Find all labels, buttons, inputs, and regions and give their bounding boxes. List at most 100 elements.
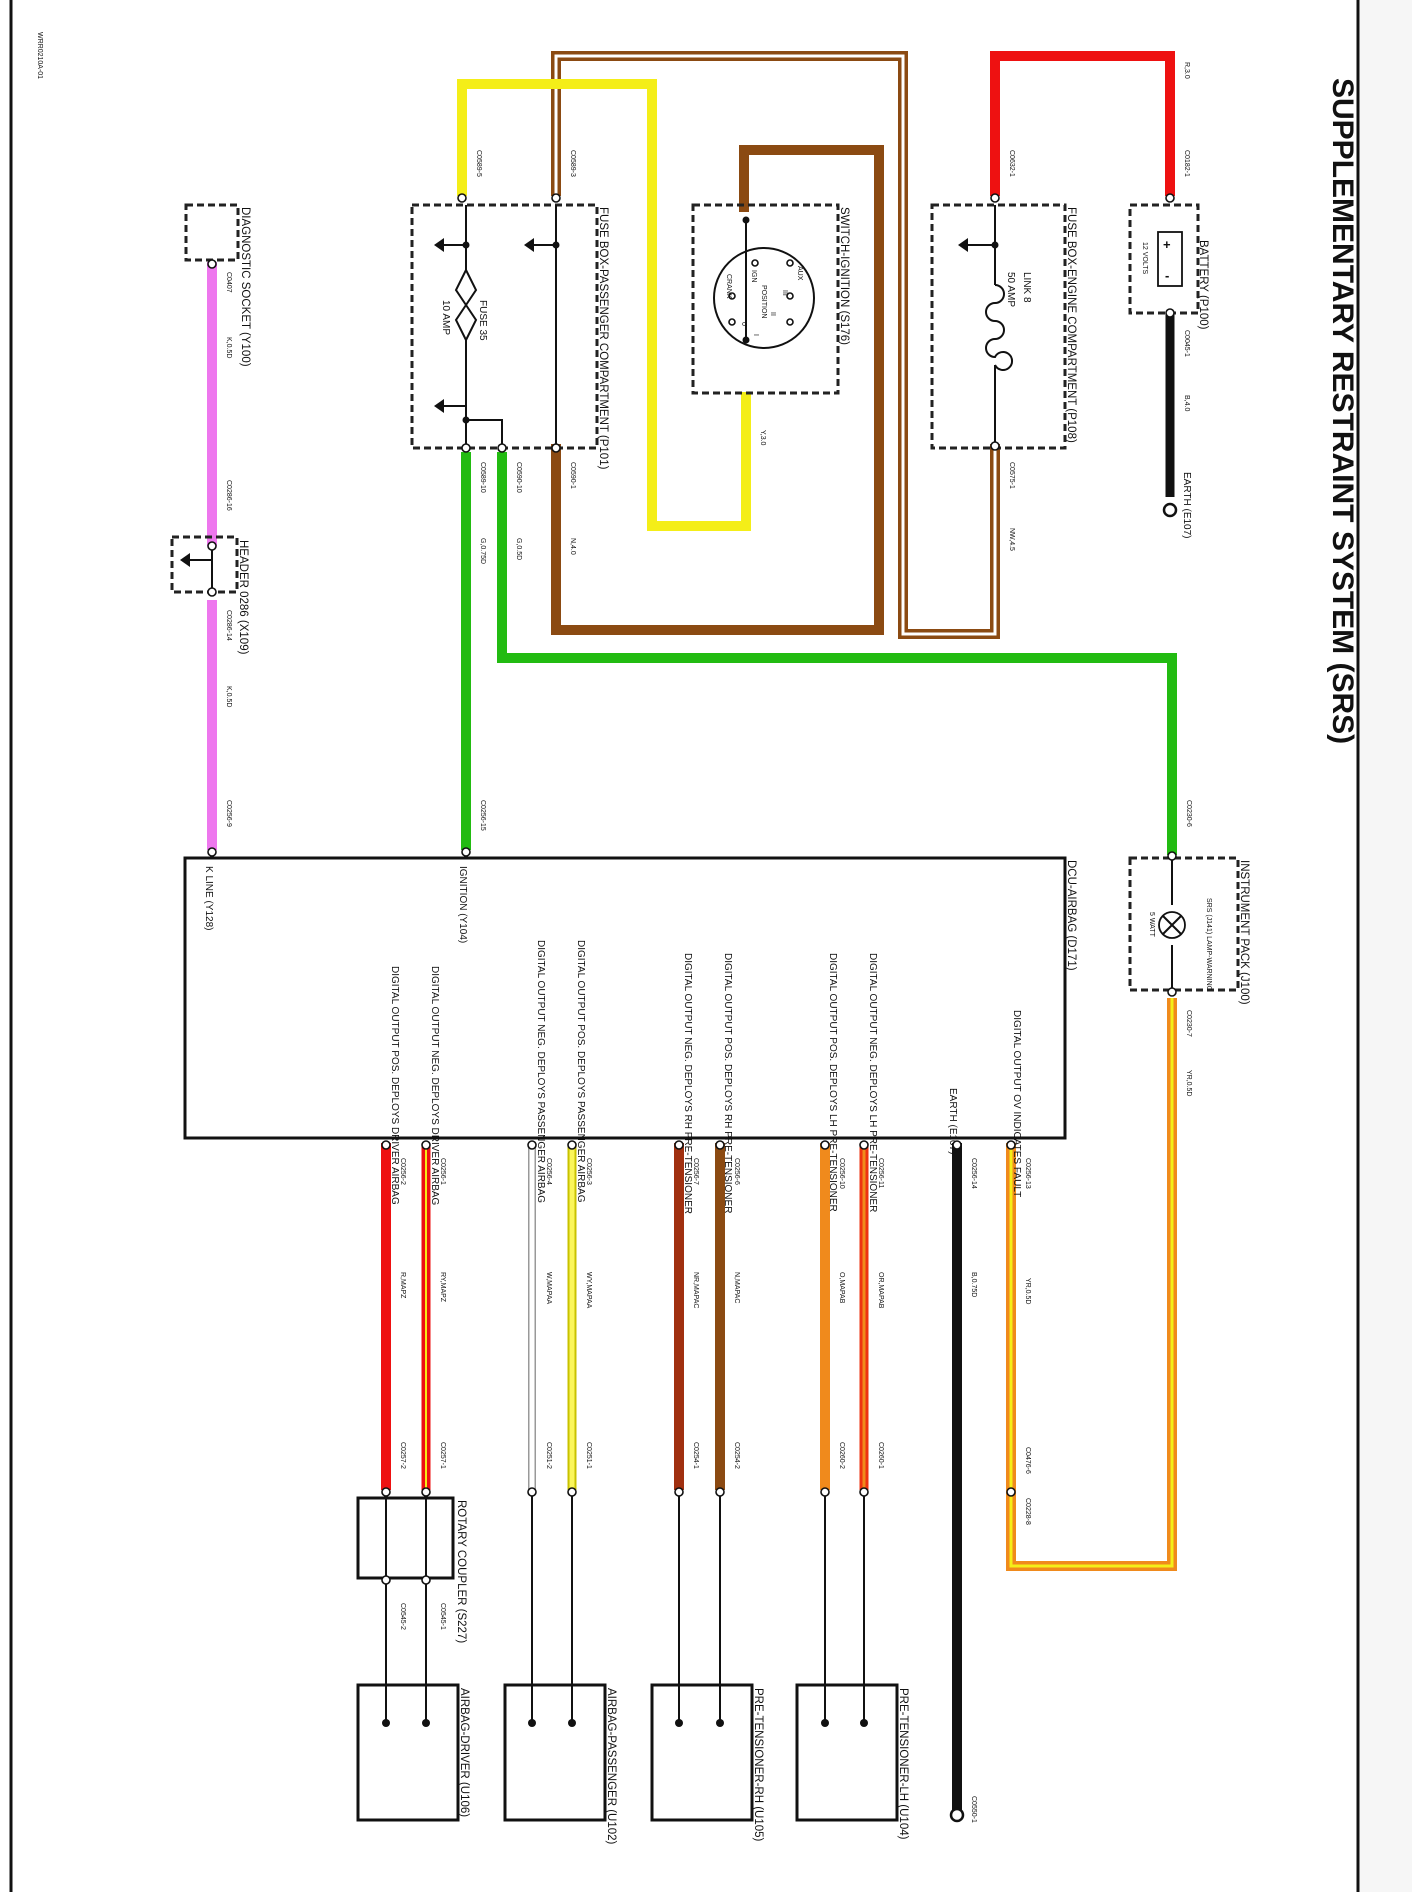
link-8-fuse-symbol [985, 284, 1014, 371]
dcu-rh-neg-pin: DIGITAL OUTPUT NEG. DEPLOYS RH PRE-TENSI… [682, 953, 693, 1214]
header-arrow [180, 553, 190, 567]
passenger-branch [466, 419, 503, 448]
battery-volts: 12 VOLTS [1141, 242, 1148, 274]
connector-pin-7 [461, 443, 471, 453]
wire-label-yr05-a: YR,0.5D [1185, 1070, 1192, 1096]
connector-pin-15 [1167, 851, 1177, 861]
battery-plus: + [1163, 237, 1171, 252]
dcu-pass-neg-pin: DIGITAL OUTPUT NEG. DEPLOYS PASSENGER AI… [535, 940, 546, 1203]
wire-label-g05: G,0.5D [515, 538, 522, 560]
connector-pin-16 [1167, 987, 1177, 997]
connector-pin-6 [551, 193, 561, 203]
engine-arrow [958, 238, 968, 252]
conn-c0256-1: C0256-1 [439, 1158, 446, 1185]
switch-position-5: I [752, 334, 759, 336]
wire-label-n: N,MAPAC [733, 1272, 740, 1303]
switch-position-4: CRANK [725, 274, 732, 299]
wire-label-o: O,MAPAB [838, 1272, 845, 1304]
airbag-passenger-term-1 [568, 1719, 576, 1727]
connector-pin-17 [1006, 1140, 1016, 1150]
switch-position-3: AUX [796, 266, 803, 281]
instrument-pack-label: INSTRUMENT PACK (J100) [1238, 860, 1250, 1005]
wire-label-nr: NR,MAPAC [692, 1272, 699, 1308]
connector-pins [207, 193, 1177, 1585]
wire-label-ry: RY,MAPZ [439, 1272, 446, 1303]
wire-label-yr05-b: YR,0.5D [1024, 1278, 1031, 1304]
fuse-35-rating: 10 AMP [440, 300, 451, 335]
earth-terminal [1162, 502, 1178, 518]
conn-c0256-15: C0256-15 [479, 800, 486, 831]
dcu-airbag-label: DCU-AIRBAG (D171) [1065, 860, 1077, 971]
airbag-passenger-box [503, 1683, 607, 1822]
rotary-coupler-label: ROTARY COUPLER (S227) [455, 1500, 467, 1643]
wire-red-battery [990, 51, 1175, 196]
link-8-label: LINK 8 [1021, 272, 1032, 303]
battery-box [1128, 203, 1200, 315]
conn-c0257-1: C0257-1 [439, 1442, 446, 1469]
airbag-driver-term-1 [422, 1719, 430, 1727]
connector-pin-23 [567, 1140, 577, 1150]
airbag-driver-label: AIRBAG-DRIVER (U106) [458, 1688, 470, 1817]
connector-pin-11 [207, 541, 217, 551]
conn-c0228-8: C0228-8 [1024, 1498, 1031, 1525]
switch-position-7: III [781, 290, 788, 296]
conn-c0254-1: C0254-1 [692, 1442, 699, 1469]
connector-pin-25 [421, 1140, 431, 1150]
wire-yr-fault-stripe [1009, 998, 1174, 1568]
airbag-passenger-term-2 [528, 1719, 536, 1727]
conn-c0256-13: C0256-13 [1024, 1158, 1031, 1189]
connector-pin-22 [674, 1140, 684, 1150]
rotary-coupler-box [356, 1496, 455, 1580]
connector-pin-4 [990, 441, 1000, 451]
conn-c0545-2: C0545-2 [399, 1603, 406, 1630]
conn-c0286-16: C0286-16 [225, 480, 232, 511]
conn-c0256-14: C0256-14 [970, 1158, 977, 1189]
passenger-dot-2 [552, 241, 560, 249]
diagnostic-socket-label: DIAGNOSTIC SOCKET (Y100) [239, 207, 251, 367]
pretensioner-lh-term-2 [821, 1719, 829, 1727]
fuse-box-engine [930, 203, 1067, 450]
connector-pin-35 [381, 1487, 391, 1497]
ignition-contact-2 [786, 259, 794, 267]
wire-yr-fault [1006, 998, 1177, 1571]
pretensioner-lh-box [795, 1683, 899, 1822]
fuse-35-symbol [454, 269, 478, 341]
dcu-drv-neg-pin: DIGITAL OUTPUT NEG. DEPLOYS DRIVER AIRBA… [429, 966, 440, 1206]
instrument-pack-box [1128, 856, 1240, 992]
dcu-kline-pin: K LINE (Y128) [203, 866, 214, 930]
right-margin [1360, 0, 1412, 1892]
conn-c0256-11: C0256-11 [877, 1158, 884, 1188]
connector-pin-21 [715, 1140, 725, 1150]
wire-nw-inner [554, 54, 997, 636]
conn-c0545-1: C0545-1 [439, 1603, 446, 1630]
conn-c0575-1: C0575-1 [1008, 462, 1015, 489]
connector-pin-3 [990, 193, 1000, 203]
pretensioner-rh-term-2 [675, 1719, 683, 1727]
connector-pin-31 [674, 1487, 684, 1497]
passenger-arrow-2 [524, 238, 534, 252]
conn-c0256-3: C0256-3 [585, 1158, 592, 1185]
ignition-contact-4 [786, 318, 794, 326]
connector-pin-12 [207, 587, 217, 597]
connector-pin-34 [421, 1487, 431, 1497]
fuse-box-engine-label: FUSE BOX-ENGINE COMPARTMENT (P108) [1065, 207, 1077, 443]
conn-c0256-6: C0256-6 [733, 1158, 740, 1185]
connector-pin-36 [421, 1575, 431, 1585]
wire-label-b075: B,0.75D [970, 1272, 977, 1297]
switch-position-1: POSITION [760, 285, 767, 318]
connector-pin-18 [952, 1140, 962, 1150]
dcu-ignition-pin: IGNITION (Y104) [457, 866, 468, 943]
conn-c0589-10: C0589-10 [479, 462, 486, 493]
dcu-earth-terminal [949, 1807, 965, 1823]
dcu-rh-pos-pin: DIGITAL OUTPUT POS. DEPLOYS RH PRE-TENSI… [722, 953, 733, 1213]
ignition-contact-6 [728, 292, 736, 300]
conn-c0230-7: C0230-7 [1185, 1010, 1192, 1037]
conn-c0260-1: C0260-1 [877, 1442, 884, 1469]
wire-label-k05-a: K,0.5D [225, 337, 232, 358]
conn-c0256-2: C0256-2 [399, 1158, 406, 1185]
connector-pin-5 [457, 193, 467, 203]
connector-pin-10 [207, 259, 217, 269]
wire-green-instrument [497, 452, 1177, 855]
passenger-arrow-3 [434, 399, 444, 413]
